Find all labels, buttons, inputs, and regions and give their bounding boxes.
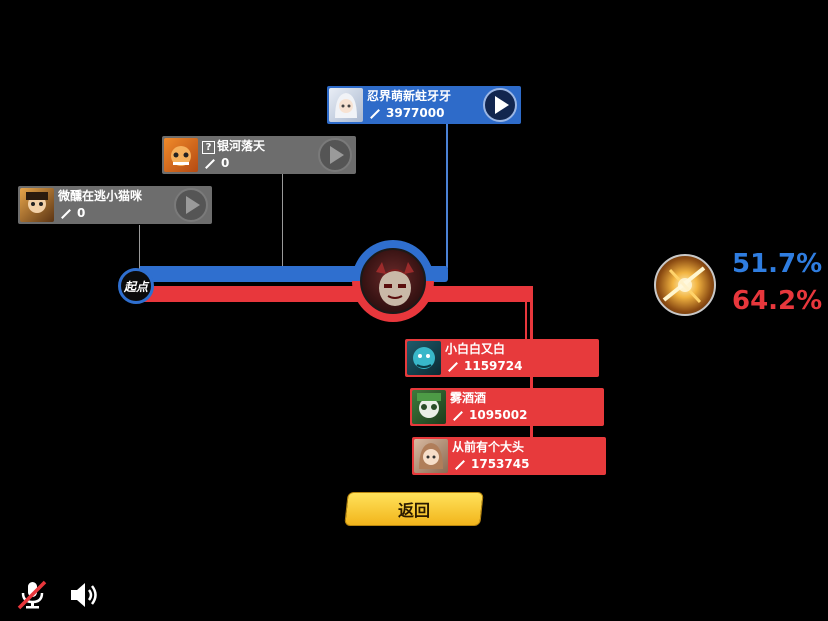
red-branch-line-4 [525, 290, 527, 340]
player-name-row-2: ?银河落天 [202, 138, 265, 155]
question-mark-icon: ? [202, 141, 215, 154]
player-name-1: 微醺在逃小猫咪 [58, 189, 143, 203]
enemy-score-2: 1095002 [469, 408, 528, 422]
enemy-name-3: 从前有个大头 [452, 440, 525, 454]
player-card-2[interactable]: ?银河落天 0 [162, 136, 356, 174]
player-card-1[interactable]: 微醺在逃小猫咪 0 [18, 186, 212, 224]
player-score-2: 0 [221, 156, 230, 170]
back-button-label: 返回 [397, 501, 430, 520]
red-branch-line-2 [530, 370, 533, 390]
connector-line-1 [139, 225, 140, 270]
enemy-avatar-2 [412, 390, 446, 424]
enemy-score-3: 1753745 [471, 457, 530, 471]
skill-emblem-icon [654, 254, 716, 316]
player-card-3[interactable]: 忍界萌新蛀牙牙 3977000 [327, 86, 521, 124]
play-replay-button-2[interactable] [318, 138, 352, 172]
enemy-score-1: 1159724 [464, 359, 523, 373]
start-label: 起点 [123, 279, 148, 294]
start-node: 起点 [118, 268, 154, 304]
player-score-3: 3977000 [386, 106, 445, 120]
speaker-icon[interactable] [68, 579, 102, 611]
sword-icon [205, 158, 215, 169]
sword-icon [448, 361, 458, 372]
player-score-row-2: 0 [202, 155, 265, 172]
player-score-row-3: 3977000 [367, 105, 451, 122]
back-button[interactable]: 返回 [344, 492, 484, 526]
mic-muted-icon[interactable] [16, 578, 48, 610]
sword-icon [453, 410, 463, 421]
player-name-2: 银河落天 [217, 139, 266, 153]
red-branch-line-1 [530, 290, 533, 350]
enemy-card-3[interactable]: 从前有个大头 1753745 [412, 437, 606, 475]
boss-node[interactable] [352, 240, 434, 322]
enemy-name-1: 小白白又白 [445, 342, 506, 356]
player-score-1: 0 [77, 206, 86, 220]
enemy-score-row-3: 1753745 [452, 456, 529, 473]
enemy-score-row-1: 1159724 [445, 358, 522, 375]
enemy-card-1[interactable]: 小白白又白 1159724 [405, 339, 599, 377]
sword-icon [370, 108, 380, 119]
red-percent: 64.2% [732, 286, 823, 316]
play-replay-button-3[interactable] [483, 88, 517, 122]
player-score-row-1: 0 [58, 205, 142, 222]
sword-icon [61, 208, 71, 219]
player-avatar-1 [20, 188, 54, 222]
boss-avatar [360, 248, 426, 314]
enemy-name-2: 雾酒酒 [450, 391, 487, 405]
play-icon [330, 146, 344, 164]
enemy-avatar-3 [414, 439, 448, 473]
player-name-3: 忍界萌新蛀牙牙 [367, 89, 452, 103]
connector-line-2 [282, 174, 283, 268]
play-icon [186, 196, 200, 214]
enemy-avatar-1 [407, 341, 441, 375]
red-branch-line-3 [530, 426, 533, 438]
enemy-score-row-2: 1095002 [450, 407, 527, 424]
enemy-card-2[interactable]: 雾酒酒 1095002 [410, 388, 604, 426]
blue-percent: 51.7% [732, 249, 823, 279]
player-avatar-3 [329, 88, 363, 122]
sword-icon [455, 459, 465, 470]
play-icon [495, 96, 509, 114]
play-replay-button-1[interactable] [174, 188, 208, 222]
player-avatar-2 [164, 138, 198, 172]
connector-line-3 [446, 124, 448, 268]
red-route-bar [140, 286, 533, 302]
